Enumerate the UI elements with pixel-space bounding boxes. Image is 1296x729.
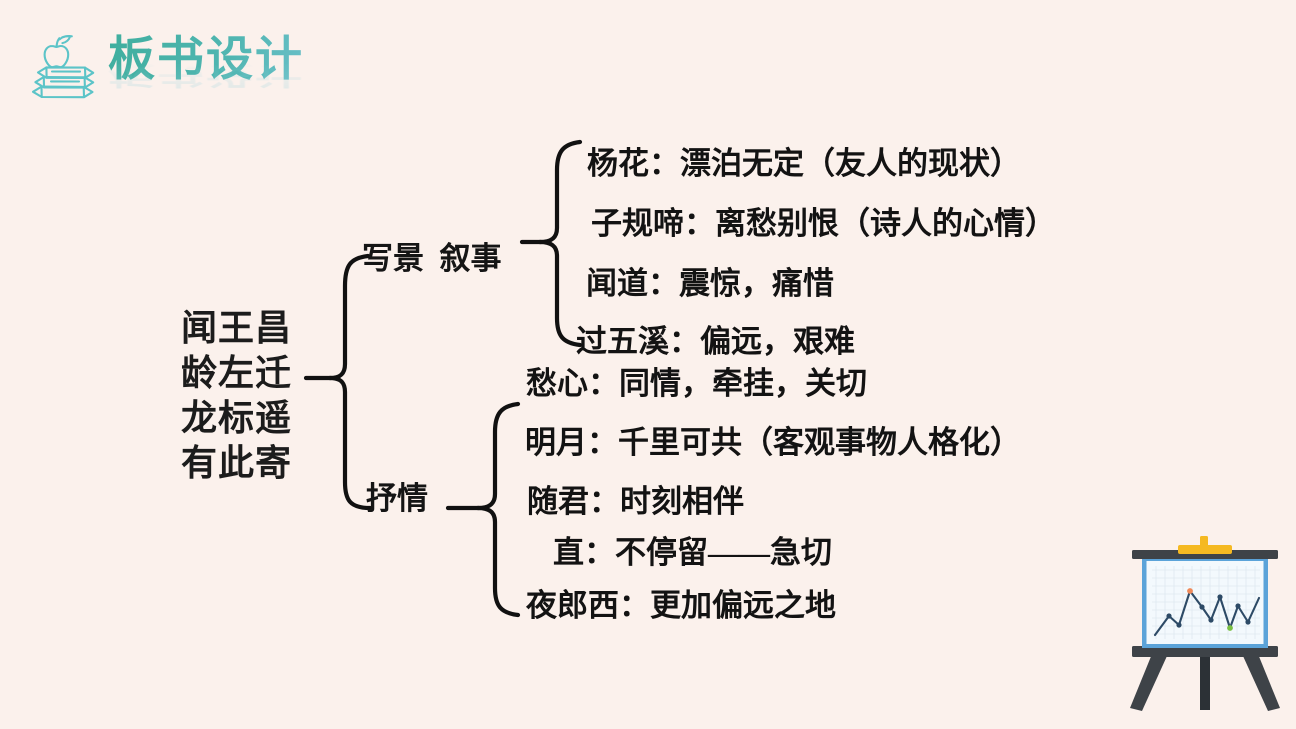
easel-chart-low-point [1227, 625, 1233, 631]
page-title: 板书设计 [108, 32, 528, 88]
apple-on-books-icon [31, 35, 95, 99]
leaf-item: 随君：时刻相伴 [527, 484, 744, 519]
leaf-item: 夜郎西：更加偏远之地 [526, 588, 836, 623]
leaf-item: 过五溪：偏远，艰难 [576, 324, 855, 359]
brace-group0-upper [537, 139, 583, 245]
branch-label-xiejing-xushi: 写景 叙事 [362, 241, 502, 276]
easel-chart-illustration [1130, 536, 1280, 711]
title-block: 板书设计 板书设计 [108, 32, 528, 122]
leaf-item: 明月：千里可共（客观事物人格化） [525, 425, 1021, 460]
brace-root-upper [327, 253, 371, 381]
easel-legs [1130, 654, 1280, 711]
brace-group1-upper [475, 401, 521, 511]
leaf-item: 杨花：漂泊无定（友人的现状） [587, 146, 1021, 181]
leaf-item: 愁心：同情，牵挂，关切 [526, 366, 867, 401]
mindmap-root-node: 闻王昌 龄左迁 龙标遥 有此寄 [181, 308, 293, 484]
easel-clamp-handle [1200, 536, 1208, 548]
easel-chart-peak-point [1187, 588, 1193, 594]
easel-top-bar [1132, 550, 1278, 559]
branch-label-shuqing: 抒情 [366, 481, 428, 516]
brace-group0-lower [537, 239, 583, 348]
slide-header: 板书设计 板书设计 [0, 0, 1296, 120]
easel-chart-paper [1146, 561, 1264, 644]
leaf-item: 闻道：震惊，痛惜 [586, 266, 834, 301]
easel-chart-points [1166, 594, 1251, 628]
easel-clamp [1178, 545, 1232, 554]
easel-bottom-bar [1132, 646, 1278, 657]
easel-chart-grid [1152, 566, 1260, 639]
leaf-item: 直：不停留——急切 [553, 535, 832, 570]
leaf-item: 子规啼：离愁别恨（诗人的心情） [591, 206, 1056, 241]
brace-group1-lower [475, 505, 521, 618]
brace-root-lower [327, 375, 373, 511]
